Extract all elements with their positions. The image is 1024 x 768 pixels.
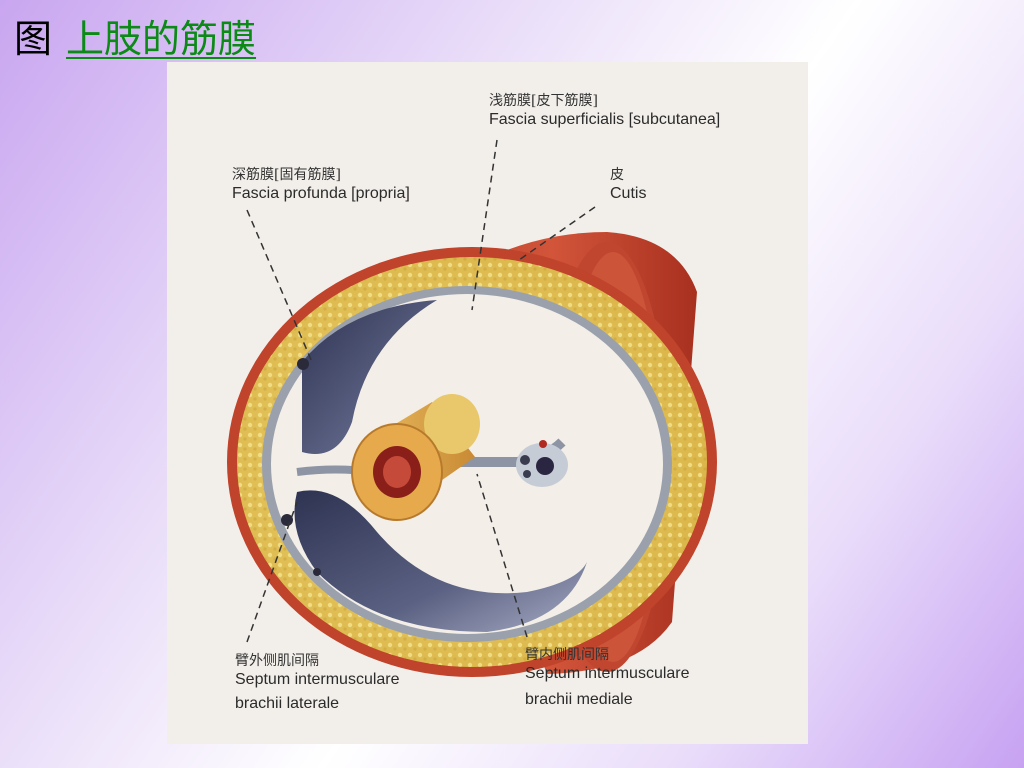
- humerus: [351, 394, 480, 521]
- label-skin-la: Cutis: [610, 185, 647, 202]
- label-lateral-septum-la1: Septum intermusculare: [235, 671, 400, 688]
- label-superficial-fascia: 浅筋膜[皮下筋膜] Fascia superficialis [subcutan…: [489, 92, 720, 130]
- leader-lines: [246, 139, 596, 643]
- fascia-diagram: 浅筋膜[皮下筋膜] Fascia superficialis [subcutan…: [167, 62, 808, 744]
- label-medial-septum-zh: 臂内侧肌间隔: [525, 647, 609, 663]
- label-superficial-fascia-zh: 浅筋膜[皮下筋膜]: [489, 93, 598, 109]
- neurovascular-bundle: [516, 440, 568, 487]
- label-deep-fascia-la: Fascia profunda [propria]: [232, 185, 410, 202]
- label-lateral-septum: 臂外侧肌间隔 Septum intermusculare brachii lat…: [235, 652, 400, 714]
- label-superficial-fascia-la: Fascia superficialis [subcutanea]: [489, 111, 721, 128]
- label-skin: 皮 Cutis: [610, 166, 646, 204]
- slide-title: 图 上肢的筋膜: [14, 8, 256, 62]
- label-skin-zh: 皮: [610, 167, 624, 183]
- anterior-compartment: [302, 300, 437, 454]
- label-medial-septum: 臂内侧肌间隔 Septum intermusculare brachii med…: [525, 646, 690, 710]
- label-medial-septum-la1: Septum intermusculare: [525, 665, 690, 682]
- label-deep-fascia-zh: 深筋膜[固有筋膜]: [232, 167, 341, 183]
- title-prefix: 图: [14, 17, 53, 61]
- label-lateral-septum-zh: 臂外侧肌间隔: [235, 653, 319, 669]
- label-deep-fascia: 深筋膜[固有筋膜] Fascia profunda [propria]: [232, 166, 410, 204]
- label-lateral-septum-la2: brachii laterale: [235, 695, 340, 712]
- title-link[interactable]: 上肢的筋膜: [66, 17, 257, 61]
- arm-cross-section-illustration: [227, 139, 717, 677]
- label-medial-septum-la2: brachii mediale: [525, 691, 633, 708]
